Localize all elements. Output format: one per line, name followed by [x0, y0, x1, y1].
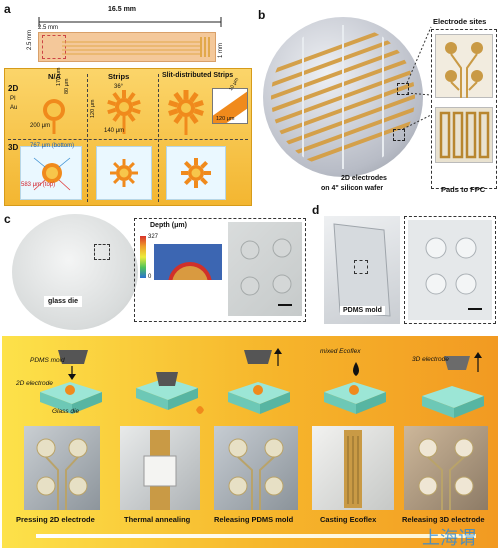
pads-to-fpc-label: Pads to FPC: [441, 185, 486, 194]
glass-die-photo: [12, 214, 138, 330]
label-pdms-mold: PDMS mold: [30, 357, 65, 364]
dim-120a: 120 μm: [90, 99, 96, 118]
depth-map-image: [154, 244, 222, 302]
electrode-2d-plain-icon: [43, 99, 65, 134]
dim-80: 80 μm: [64, 78, 70, 94]
panel-b: 2D electrodes on 4" silicon wafer Electr…: [255, 5, 500, 210]
wafer-caption-2: on 4" silicon wafer: [321, 185, 384, 192]
label-glass-die: Glass die: [52, 408, 80, 415]
step5-schematic-icon: [422, 352, 484, 418]
col-header-slit: Slit-distributed Strips: [162, 72, 234, 79]
watermark-text: 上海谓: [422, 528, 476, 548]
depth-colorbar: [140, 236, 146, 278]
electrode-sites-label: Electrode sites: [433, 17, 487, 26]
3d-plain-tile: [20, 146, 82, 200]
step4-schematic-icon: [324, 362, 386, 414]
layer-pi: PI: [10, 96, 16, 102]
electrode-3d-strips-icon: [110, 159, 138, 187]
zoom-box-glass: [94, 244, 110, 260]
electrode-site-box: [42, 35, 66, 59]
dim-200: 200 μm: [30, 123, 51, 129]
row-label-3d: 3D: [8, 143, 19, 152]
wafer-electrodes-icon: [271, 25, 415, 169]
pads-pattern-icon: [439, 111, 490, 159]
pdms-mold-shape-icon: [333, 223, 391, 317]
step-caption-4: Casting Ecoflex: [320, 515, 377, 524]
step1-schematic-icon: [40, 350, 102, 414]
step-caption-2: Thermal annealing: [124, 515, 191, 524]
zoom-box-mold: [354, 260, 368, 274]
panel-label-a: a: [4, 2, 11, 16]
wells-pattern-icon: [240, 238, 292, 306]
label-3d-electrode: 3D electrode: [412, 356, 449, 363]
mold-bumps-photo: [408, 220, 492, 320]
depth-title: Depth (μm): [150, 222, 187, 229]
label-2d-electrode: 2D electrode: [16, 380, 53, 387]
panel-label-d: d: [312, 203, 320, 217]
step2-schematic-icon: [136, 372, 204, 414]
electrode-3d-plain-icon: [33, 157, 71, 191]
col-header-strips: Strips: [108, 72, 130, 81]
step-caption-3: Releasing PDMS mold: [214, 515, 294, 524]
dimension-line-icon: [38, 17, 222, 27]
label-mixed-ecoflex: mixed Ecoflex: [320, 348, 361, 355]
electrode-2d-strips-icon: [107, 90, 141, 134]
panel-label-b: b: [258, 8, 266, 22]
angle-36: 36°: [114, 84, 124, 90]
dim-120b: 120 μm: [216, 116, 235, 122]
pads-photo: [435, 107, 493, 163]
photo-step1-pattern-icon: [36, 438, 88, 510]
row-divider: [8, 139, 248, 140]
wafer-caption-1: 2D electrodes: [341, 175, 387, 182]
electrode-sites-photo: [435, 34, 493, 98]
panel-label-c: c: [4, 212, 11, 226]
column-divider: [158, 74, 159, 202]
dim-h1: 2.5 mm: [27, 29, 33, 50]
photo-step2-pattern-icon: [143, 430, 177, 510]
photo-step5: [404, 426, 488, 510]
step-caption-1: Pressing 2D electrode: [16, 515, 95, 524]
pdms-mold-label: PDMS mold: [340, 306, 385, 315]
depth-min: 0: [148, 274, 152, 280]
dim-767: 767 μm (bottom): [30, 143, 75, 149]
contact-pads: [200, 37, 212, 57]
photo-step1: [24, 426, 100, 510]
photo-step5-pattern-icon: [418, 438, 474, 510]
slit-zoom-inset: [212, 88, 248, 124]
electrode-3d-slit-icon: [181, 158, 211, 188]
dim-170: 170 μm: [56, 67, 62, 86]
photo-step3: [214, 426, 298, 510]
zoom-panel-frame: [431, 29, 497, 189]
panel-c: glass die Depth (μm) 327 0: [0, 210, 312, 330]
step-caption-5: Releasing 3D electrode: [402, 515, 485, 524]
zoom-box-sites: [397, 83, 409, 95]
dim-583: 583 μm (top): [21, 182, 56, 188]
layer-au: Au: [10, 105, 18, 111]
row-label-2d: 2D: [8, 84, 19, 93]
zoom-box-pads: [393, 129, 405, 141]
dim-length: 16.5 mm: [108, 6, 137, 13]
depth-max: 327: [148, 234, 159, 240]
electrode-strip: [38, 32, 216, 62]
col-header-na: N/A: [48, 72, 61, 81]
panel-a: 16.5 mm 2.5 mm 2.5 mm 1 mm N/A Strips Sl…: [0, 0, 255, 210]
photo-step4-pattern-icon: [344, 430, 362, 508]
column-divider: [87, 74, 88, 202]
dim-140: 140 μm: [104, 128, 125, 134]
dim-w1: 2.5 mm: [38, 25, 59, 31]
process-timeline-bar: [36, 534, 476, 538]
dim-end: 1 mm: [218, 43, 224, 58]
zoom-connector-lines: [403, 26, 432, 130]
glass-die-label: glass die: [44, 296, 82, 307]
electrode-2d-slit-icon: [168, 90, 204, 135]
photo-step3-pattern-icon: [228, 438, 284, 510]
glass-wells-photo: [228, 222, 302, 316]
panel-d: PDMS mold: [318, 210, 500, 330]
mold-zoom-frame: [404, 216, 496, 324]
trace-lines: [62, 41, 200, 55]
depth-map-frame: [134, 218, 306, 322]
step3-schematic-icon: [228, 348, 290, 414]
mold-bumps-icon: [425, 237, 482, 310]
electrode-sites-pattern-icon: [445, 42, 483, 98]
